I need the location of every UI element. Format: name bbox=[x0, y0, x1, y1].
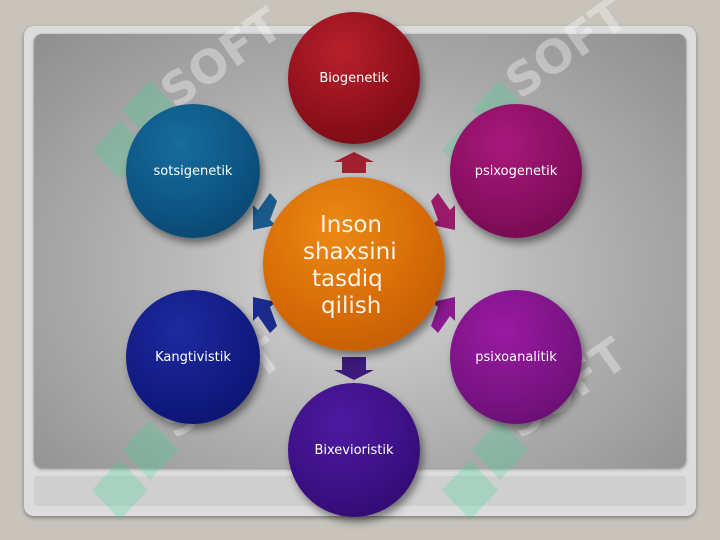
node-bixevioristik: Bixevioristik bbox=[288, 383, 420, 517]
node-label: Bixevioristik bbox=[314, 442, 394, 458]
center-node: Inson shaxsini tasdiq qilish bbox=[263, 177, 445, 351]
node-biogenetik: Biogenetik bbox=[288, 12, 420, 144]
arrow-upper-right-icon bbox=[431, 193, 455, 230]
node-label: Biogenetik bbox=[319, 70, 389, 86]
arrow-lower-right-icon bbox=[431, 297, 455, 333]
arrow-down-stem bbox=[342, 357, 366, 370]
node-label: sotsigenetik bbox=[153, 163, 233, 179]
node-kangtivistik: Kangtivistik bbox=[126, 290, 260, 424]
node-psixoanalitik: psixoanalitik bbox=[450, 290, 582, 424]
node-label: psixoanalitik bbox=[475, 349, 557, 365]
node-sotsigenetik: sotsigenetik bbox=[126, 104, 260, 238]
center-line: tasdiq bbox=[312, 266, 390, 292]
node-psixogenetik: psixogenetik bbox=[450, 104, 582, 238]
arrow-upper-left-icon bbox=[253, 193, 277, 230]
arrow-down-icon bbox=[334, 370, 374, 380]
center-line: qilish bbox=[321, 293, 382, 319]
center-line: shaxsini bbox=[303, 239, 397, 265]
node-label: Kangtivistik bbox=[155, 349, 231, 365]
node-label: psixogenetik bbox=[474, 163, 558, 179]
arrow-lower-left-icon bbox=[253, 297, 277, 333]
center-line: Inson bbox=[320, 212, 382, 238]
arrow-up-icon bbox=[334, 152, 374, 173]
